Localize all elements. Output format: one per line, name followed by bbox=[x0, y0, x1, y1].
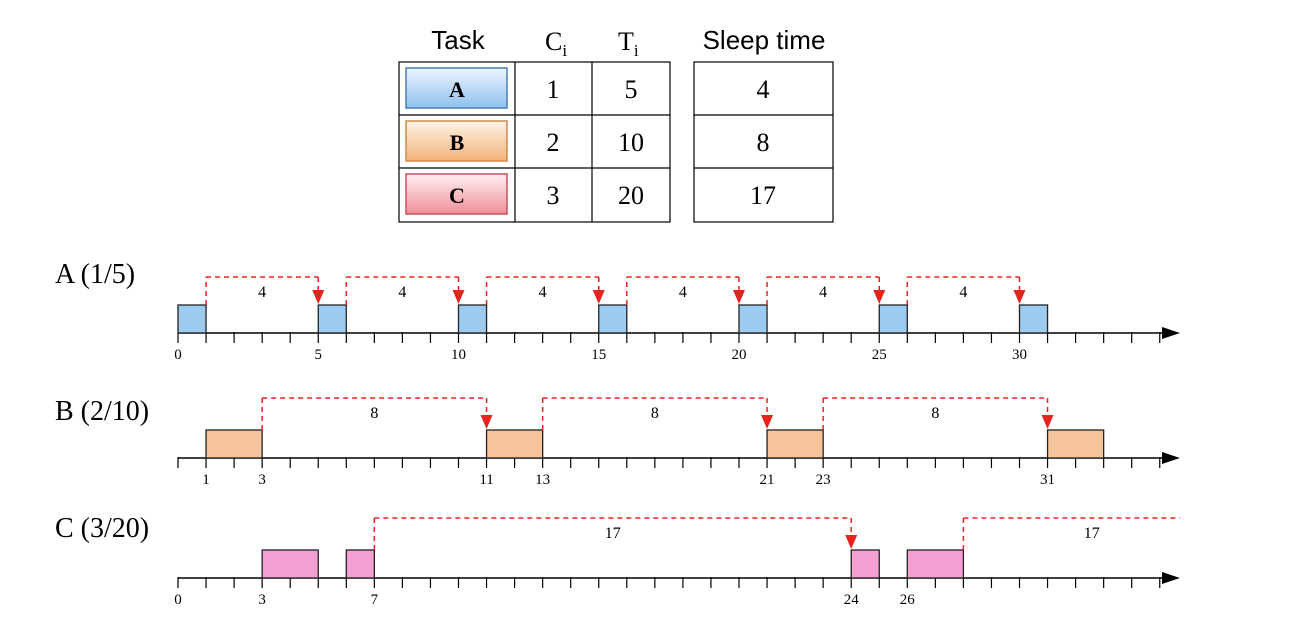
sleep-arrow bbox=[452, 290, 465, 304]
tick-label: 26 bbox=[900, 592, 916, 608]
sleep-arrow bbox=[480, 415, 493, 429]
tick-label: 21 bbox=[760, 472, 775, 488]
job-block bbox=[906, 549, 965, 579]
job-block bbox=[457, 304, 488, 334]
job-block bbox=[261, 549, 319, 579]
header-ci-base: C bbox=[545, 27, 562, 56]
task-b-swatch bbox=[405, 120, 508, 162]
sleep-arrow bbox=[761, 415, 774, 429]
task-c-c: 3 bbox=[547, 181, 560, 210]
job-block bbox=[878, 304, 908, 334]
job-block bbox=[1046, 429, 1105, 459]
tick-label: 30 bbox=[1012, 347, 1027, 363]
task-table: Task Ci Ti Sleep time A 1 5 4 B 2 10 8 C… bbox=[398, 25, 834, 223]
sleep-arrow bbox=[1013, 290, 1026, 304]
tick-label: 31 bbox=[1040, 472, 1055, 488]
sleep-arrow bbox=[1041, 415, 1054, 429]
timeline-label: B (2/10) bbox=[55, 396, 149, 427]
job-block bbox=[177, 304, 207, 334]
tick-label: 3 bbox=[258, 592, 266, 608]
tick-label: 0 bbox=[174, 347, 182, 363]
task-a-t: 5 bbox=[625, 75, 638, 104]
tick-label: 3 bbox=[258, 472, 266, 488]
job-block bbox=[766, 429, 824, 459]
axis-arrow bbox=[1162, 327, 1180, 339]
tick-label: 10 bbox=[451, 347, 466, 363]
tick-label: 20 bbox=[732, 347, 747, 363]
sleep-label: 4 bbox=[398, 284, 406, 301]
job-block bbox=[1018, 304, 1049, 334]
task-a-c: 1 bbox=[547, 75, 560, 104]
header-ti-base: T bbox=[618, 27, 634, 56]
tick-label: 23 bbox=[816, 472, 831, 488]
tick-label: 25 bbox=[872, 347, 887, 363]
sleep-label: 4 bbox=[959, 284, 967, 301]
sleep-label: 4 bbox=[679, 284, 687, 301]
sleep-label: 4 bbox=[819, 284, 827, 301]
timeline-a: A (1/5) 0 5 10 15 20 25 30 4 4 4 4 4 4 bbox=[55, 259, 1180, 363]
tick-label: 13 bbox=[535, 472, 550, 488]
job-block bbox=[598, 304, 628, 334]
task-c-t: 20 bbox=[618, 181, 644, 210]
sleep-arrow bbox=[733, 290, 745, 304]
tick-label: 24 bbox=[844, 592, 860, 608]
timeline-label: A (1/5) bbox=[55, 259, 135, 290]
task-c-name: C bbox=[449, 183, 465, 208]
tick-label: 11 bbox=[479, 472, 493, 488]
main-table-border bbox=[398, 61, 671, 223]
sleep-table-border bbox=[693, 61, 834, 223]
sleep-label: 4 bbox=[258, 284, 266, 301]
tick-label: 0 bbox=[174, 592, 182, 608]
sleep-arrow bbox=[312, 290, 325, 304]
job-block bbox=[345, 549, 375, 579]
task-b-c: 2 bbox=[547, 128, 560, 157]
job-block bbox=[850, 549, 880, 579]
axis-arrow bbox=[1162, 452, 1180, 464]
tick-label: 5 bbox=[315, 347, 323, 363]
task-b-name: B bbox=[450, 130, 465, 155]
task-a-swatch bbox=[405, 67, 508, 109]
sleep-label: 8 bbox=[370, 405, 378, 422]
tick-label: 15 bbox=[591, 347, 606, 363]
task-c-sleep: 17 bbox=[750, 181, 776, 210]
axis-arrow bbox=[1162, 572, 1180, 584]
task-a-name: A bbox=[449, 77, 465, 102]
sleep-label: 8 bbox=[651, 405, 659, 422]
job-block bbox=[738, 304, 768, 334]
header-ci-sub: i bbox=[562, 41, 567, 60]
tick-label: 7 bbox=[371, 592, 379, 608]
task-b-sleep: 8 bbox=[757, 128, 770, 157]
sleep-arrow bbox=[873, 290, 886, 304]
job-block bbox=[317, 304, 347, 334]
sleep-label: 17 bbox=[605, 525, 621, 542]
sleep-label: 8 bbox=[931, 405, 939, 422]
sleep-label: 4 bbox=[539, 284, 547, 301]
sleep-arrow bbox=[592, 290, 605, 304]
sleep-arrow bbox=[845, 535, 858, 549]
sleep-label: 17 bbox=[1084, 525, 1100, 542]
job-block bbox=[205, 429, 263, 459]
task-c-swatch bbox=[405, 173, 508, 215]
header-sleep-time: Sleep time bbox=[703, 25, 826, 55]
job-block bbox=[485, 429, 544, 459]
tick-label: 1 bbox=[202, 472, 210, 488]
task-b-t: 10 bbox=[618, 128, 644, 157]
header-task: Task bbox=[431, 25, 485, 55]
timeline-label: C (3/20) bbox=[55, 513, 149, 544]
header-ci: Ci bbox=[545, 27, 567, 60]
header-ti: Ti bbox=[618, 27, 639, 60]
header-ti-sub: i bbox=[634, 41, 639, 60]
timeline-c: C (3/20) 0 3 7 24 26 17 17 bbox=[55, 513, 1180, 608]
task-a-sleep: 4 bbox=[757, 75, 770, 104]
